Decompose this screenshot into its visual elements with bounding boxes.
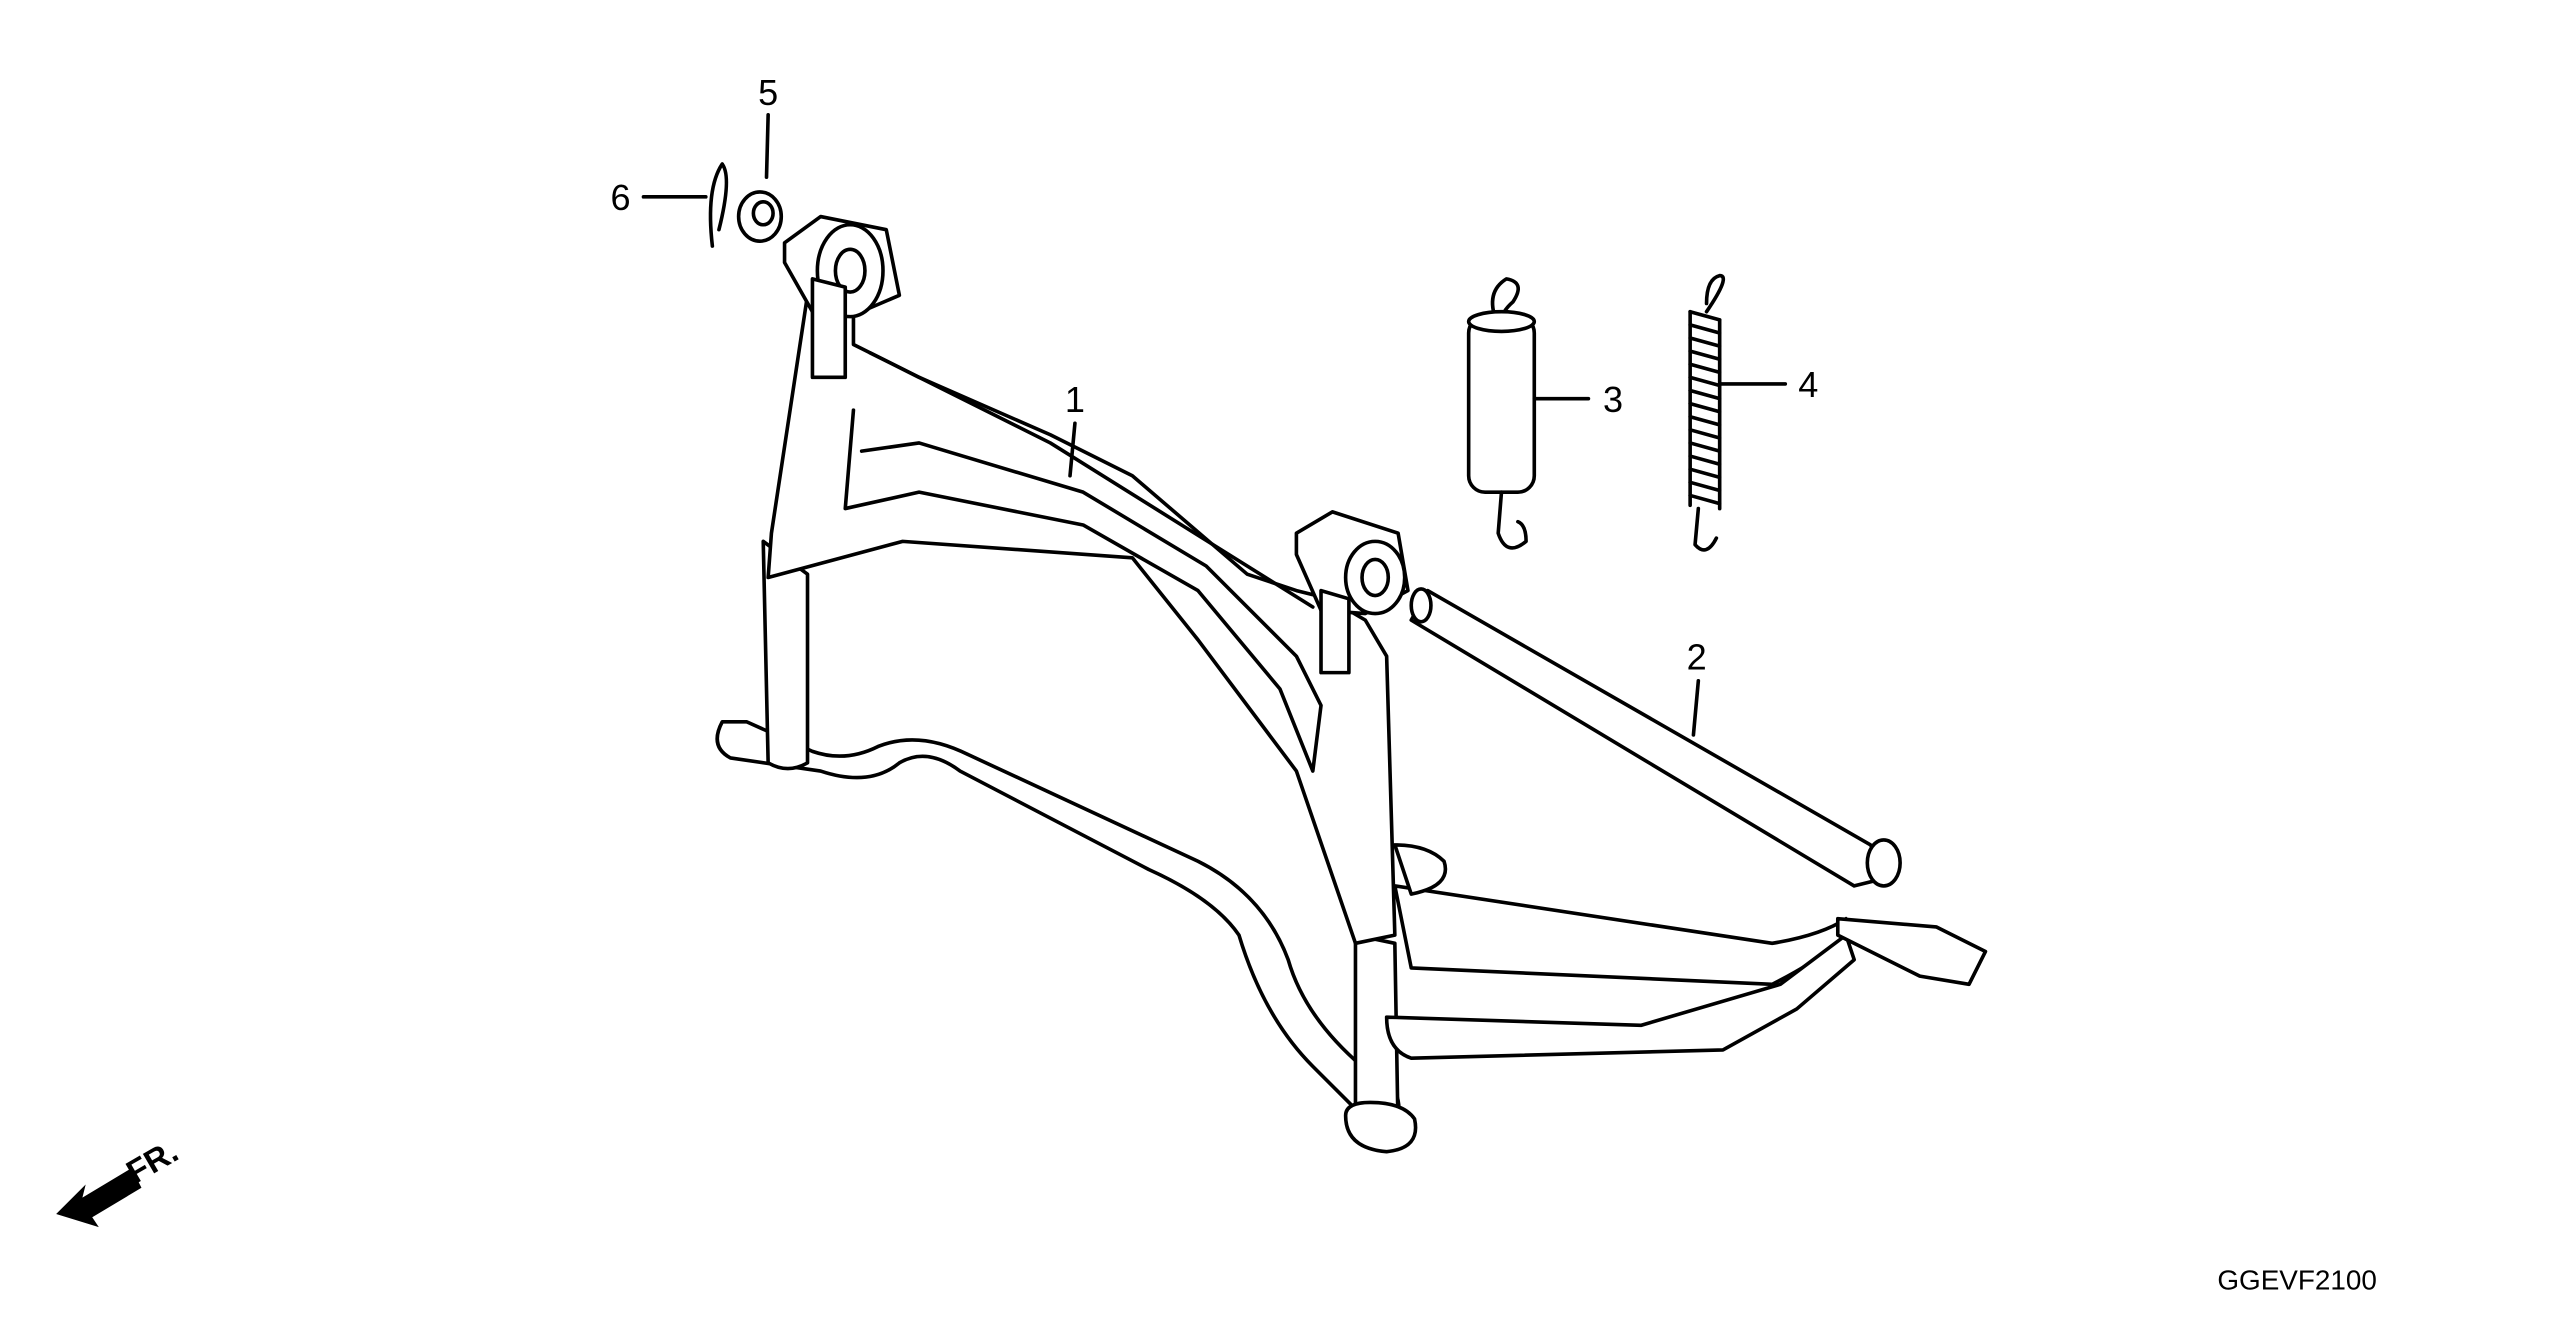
callout-5: 5 [758, 72, 778, 113]
front-direction-arrow-icon: FR. [56, 1132, 184, 1228]
covered-spring [1466, 277, 1537, 550]
callout-1: 1 [1065, 379, 1085, 420]
diagram-code: GGEVF2100 [2217, 1264, 2377, 1295]
callout-6: 6 [610, 177, 630, 218]
coil-spring [1688, 273, 1726, 552]
main-stand [715, 214, 1988, 1154]
cotter-pin [708, 162, 729, 248]
callout-4: 4 [1798, 364, 1818, 405]
callout-3: 3 [1603, 379, 1623, 420]
leader-lines [641, 113, 1788, 737]
pivot-shaft [1409, 587, 1902, 888]
callout-2: 2 [1687, 636, 1707, 677]
washer [736, 190, 784, 243]
